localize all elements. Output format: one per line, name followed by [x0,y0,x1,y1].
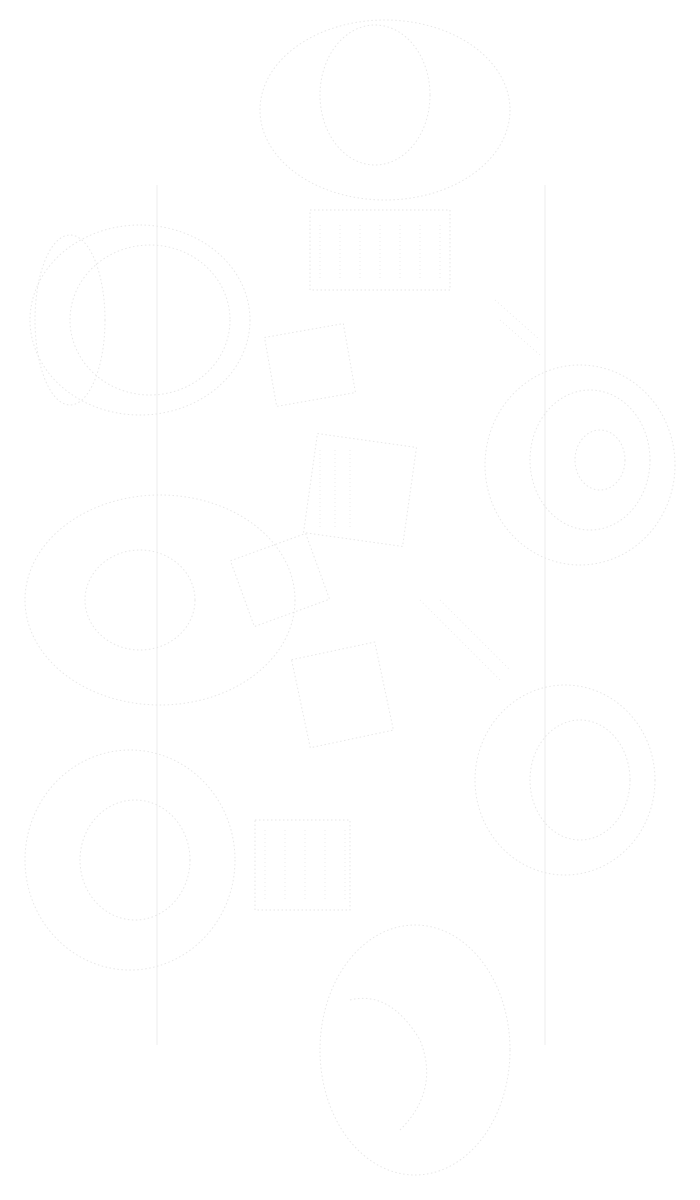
sketch-coin-left-middle [24,494,331,706]
sketch-coin-right-lower [474,684,656,876]
sketch-coin-left-upper [29,224,251,416]
sketch-object-top [259,19,511,291]
sketch-coin-right-upper [484,364,676,566]
sketch-cards-center [254,299,541,911]
sketch-coin-left-lower [24,749,236,971]
sketch-object-bottom [319,924,511,1176]
